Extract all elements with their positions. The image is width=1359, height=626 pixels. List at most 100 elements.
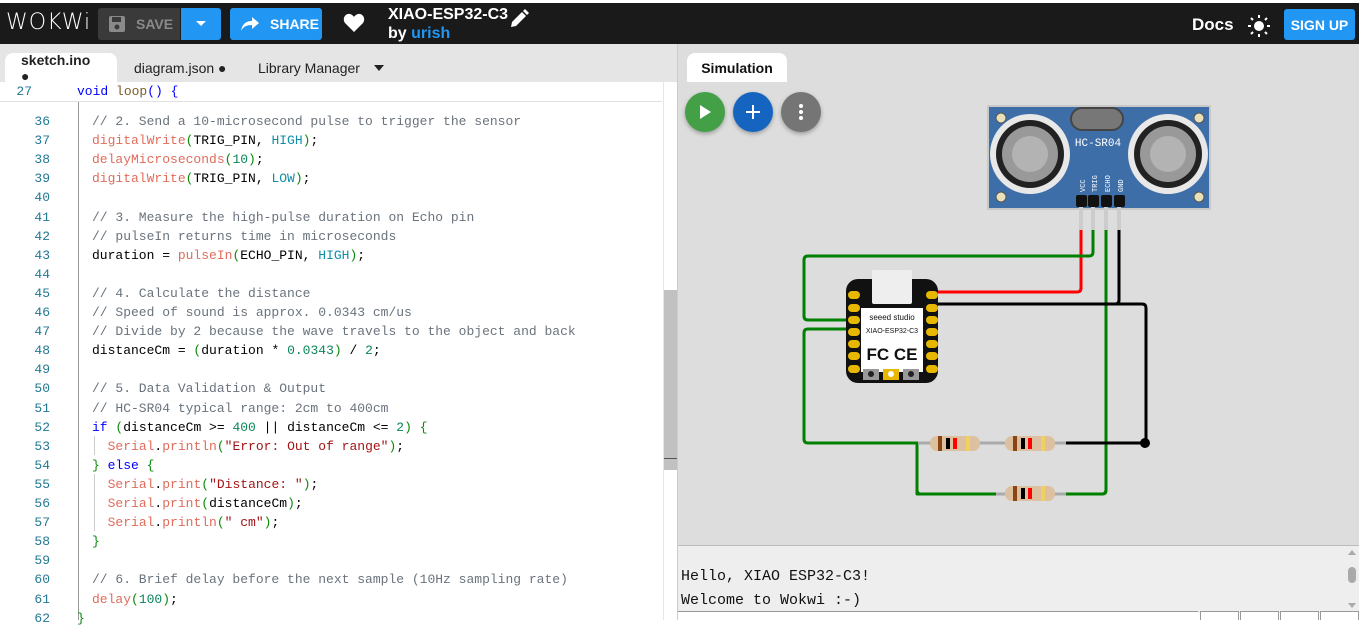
- wire-gnd-2: [932, 302, 1148, 445]
- board-certifications: FC CE: [867, 345, 918, 364]
- line-number: 27: [16, 84, 32, 99]
- line-number: 49: [34, 362, 50, 378]
- serial-monitor[interactable]: Hello, XIAO ESP32-C3! Welcome to Wokwi :…: [678, 545, 1359, 613]
- code-line: digitalWrite(TRIG_PIN, HIGH);: [92, 133, 319, 149]
- tab-simulation[interactable]: Simulation: [687, 53, 787, 82]
- serial-output-line: Welcome to Wokwi :-): [681, 592, 862, 609]
- save-button[interactable]: SAVE: [98, 8, 180, 40]
- pin-label-vcc: VCC: [1080, 179, 1088, 192]
- more-options-button[interactable]: [781, 92, 821, 132]
- serial-autoscroll-button[interactable]: [1200, 611, 1239, 620]
- line-number: 51: [34, 400, 50, 416]
- scroll-up-arrow-icon: [1348, 550, 1356, 555]
- resistor-3[interactable]: [996, 486, 1068, 501]
- serial-timestamp-button[interactable]: [1240, 611, 1279, 620]
- share-button[interactable]: SHARE: [230, 8, 322, 40]
- code-line: // Divide by 2 because the wave travels …: [92, 324, 576, 340]
- play-icon: [700, 105, 711, 119]
- save-options-dropdown[interactable]: [181, 8, 221, 40]
- sign-up-button[interactable]: SIGN UP: [1284, 9, 1355, 40]
- wire-r-bottom: [915, 443, 1008, 496]
- line-number: 53: [34, 438, 50, 454]
- line-number: 45: [34, 285, 50, 301]
- line-number: 60: [34, 572, 50, 588]
- serial-output-line: Hello, XIAO ESP32-C3!: [681, 568, 871, 585]
- code-editor[interactable]: 36// 2. Send a 10-microsecond pulse to t…: [0, 82, 678, 626]
- simulation-canvas[interactable]: HC-SR04 VCC TRIG ECHO GND seeed studio X…: [678, 82, 1359, 545]
- editor-tab-bar: sketch.ino ● diagram.json ● Library Mana…: [0, 44, 678, 84]
- serial-clear-button[interactable]: [1280, 611, 1319, 620]
- xiao-esp32-c3-board[interactable]: seeed studio XIAO-ESP32-C3 FC CE: [846, 270, 938, 383]
- floppy-disk-icon: [109, 16, 125, 32]
- code-line: }: [92, 534, 100, 550]
- code-line: delay(100);: [92, 591, 178, 607]
- theme-toggle[interactable]: [1248, 15, 1270, 42]
- line-number: 37: [34, 133, 50, 149]
- code-line: if (distanceCm >= 400 || distanceCm <= 2…: [92, 419, 428, 435]
- add-part-button[interactable]: [733, 92, 773, 132]
- panel-divider[interactable]: [677, 44, 678, 620]
- save-label: SAVE: [136, 16, 174, 32]
- tabs-overflow-menu[interactable]: [374, 53, 384, 82]
- more-vertical-icon: [799, 104, 803, 120]
- plus-icon: [746, 105, 760, 119]
- editor-scrollbar-thumb[interactable]: [664, 290, 678, 470]
- line-number: 57: [34, 515, 50, 531]
- editor-scrollbar[interactable]: [663, 82, 678, 620]
- serial-input[interactable]: [678, 611, 1198, 620]
- project-title: XIAO-ESP32-C3: [388, 6, 509, 23]
- serial-scrollbar[interactable]: [1345, 546, 1359, 612]
- top-bar: WOKWi SAVE SHARE XIAO-ESP32-C3 by urish …: [0, 0, 1359, 44]
- pin-label-trig: TRIG: [1092, 175, 1100, 192]
- line-number: 47: [34, 324, 50, 340]
- wire-r3-right: [1066, 489, 1108, 496]
- code-line: // 3. Measure the high-pulse duration on…: [92, 209, 475, 225]
- junction-dot: [1140, 438, 1150, 448]
- wire-a1: [802, 327, 930, 445]
- hc-sr04-sensor[interactable]: HC-SR04 VCC TRIG ECHO GND: [987, 105, 1211, 230]
- indent-guide: [94, 436, 95, 455]
- share-arrow-icon: [241, 17, 259, 31]
- resistor-2[interactable]: [998, 436, 1066, 451]
- sun-icon: [1248, 15, 1270, 37]
- code-line: delayMicroseconds(10);: [92, 152, 264, 168]
- code-line: }: [77, 610, 85, 626]
- line-number: 56: [34, 496, 50, 511]
- wire-vcc: [932, 230, 1083, 294]
- line-number: 54: [34, 457, 50, 473]
- docs-link[interactable]: Docs: [1192, 15, 1234, 34]
- indent-guide: [94, 474, 95, 531]
- sticky-scroll-header[interactable]: 27 void loop() {: [0, 82, 662, 102]
- code-line: Serial.print("Distance: ");: [107, 476, 319, 492]
- by-label: by: [388, 25, 407, 42]
- project-author-line: by urish: [388, 25, 450, 43]
- line-number: 41: [34, 209, 50, 225]
- code-line: // HC-SR04 typical range: 2cm to 400cm: [92, 400, 389, 416]
- tab-sketch-ino[interactable]: sketch.ino ●: [5, 52, 117, 84]
- heart-icon: [343, 13, 365, 32]
- line-number: 48: [34, 343, 50, 359]
- pencil-icon: [511, 9, 529, 27]
- line-number: 39: [34, 171, 50, 187]
- line-number: 59: [34, 553, 50, 569]
- line-number: 46: [34, 305, 50, 320]
- edit-title-button[interactable]: [509, 9, 529, 34]
- author-link[interactable]: urish: [411, 25, 451, 42]
- tab-library-manager[interactable]: Library Manager: [258, 59, 360, 76]
- code-line: digitalWrite(TRIG_PIN, LOW);: [92, 171, 311, 187]
- simulation-tab-bar: Simulation: [678, 44, 1359, 82]
- serial-more-button[interactable]: [1320, 611, 1359, 620]
- tab-diagram-json[interactable]: diagram.json ●: [134, 59, 227, 76]
- resistor-1[interactable]: [918, 436, 1008, 451]
- code-line: // 2. Send a 10-microsecond pulse to tri…: [92, 114, 522, 129]
- start-simulation-button[interactable]: [685, 92, 725, 132]
- line-number: 43: [34, 247, 50, 263]
- wokwi-logo[interactable]: WOKWi: [6, 10, 92, 35]
- indent-guide: [78, 102, 79, 620]
- code-line: // Speed of sound is approx. 0.0343 cm/u…: [92, 305, 412, 320]
- like-button[interactable]: [343, 13, 365, 38]
- code-line: Serial.print(distanceCm);: [107, 496, 303, 511]
- board-brand: seeed studio: [869, 313, 915, 322]
- code-line: Serial.println("Error: Out of range");: [107, 438, 405, 454]
- sticky-code-line: void loop() {: [77, 84, 179, 99]
